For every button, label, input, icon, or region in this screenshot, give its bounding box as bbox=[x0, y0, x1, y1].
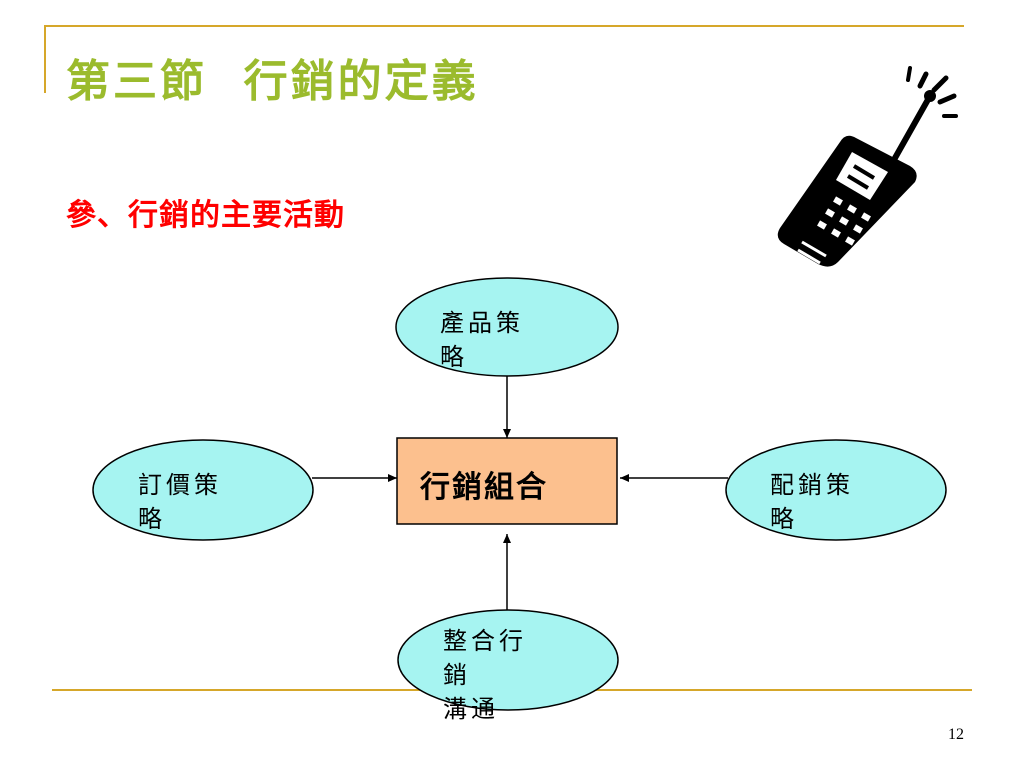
page-number: 12 bbox=[948, 726, 964, 743]
node-label-line: 溝通 bbox=[443, 695, 499, 723]
node-ellipse-top bbox=[395, 277, 619, 377]
node-label-line: 略 bbox=[770, 505, 798, 533]
node-label-distribution: 配銷策 略 bbox=[770, 468, 854, 536]
node-label-line: 略 bbox=[440, 343, 468, 371]
mobile-phone-icon bbox=[777, 66, 958, 267]
left-rule bbox=[44, 25, 46, 93]
top-rule bbox=[44, 25, 964, 27]
node-ellipse-bottom bbox=[397, 609, 619, 711]
slide-subtitle: 參、行銷的主要活動 bbox=[66, 198, 345, 233]
node-label-line: 產品策 bbox=[440, 309, 524, 337]
node-label-line: 整合行 bbox=[443, 627, 527, 655]
node-label-line: 配銷策 bbox=[770, 471, 854, 499]
node-label-line: 銷 bbox=[443, 661, 471, 689]
node-label-pricing: 訂價策 略 bbox=[138, 468, 222, 536]
slide-title: 第三節 行銷的定義 bbox=[66, 56, 479, 107]
node-label-product: 產品策 略 bbox=[440, 306, 524, 374]
node-label-line: 略 bbox=[138, 505, 166, 533]
center-box-label: 行銷組合 bbox=[420, 470, 548, 505]
node-label-line: 訂價策 bbox=[138, 471, 222, 499]
node-label-communication: 整合行 銷 溝通 bbox=[443, 624, 527, 726]
node-ellipse-right bbox=[725, 439, 947, 541]
center-box bbox=[396, 437, 618, 525]
node-ellipse-left bbox=[92, 439, 314, 541]
